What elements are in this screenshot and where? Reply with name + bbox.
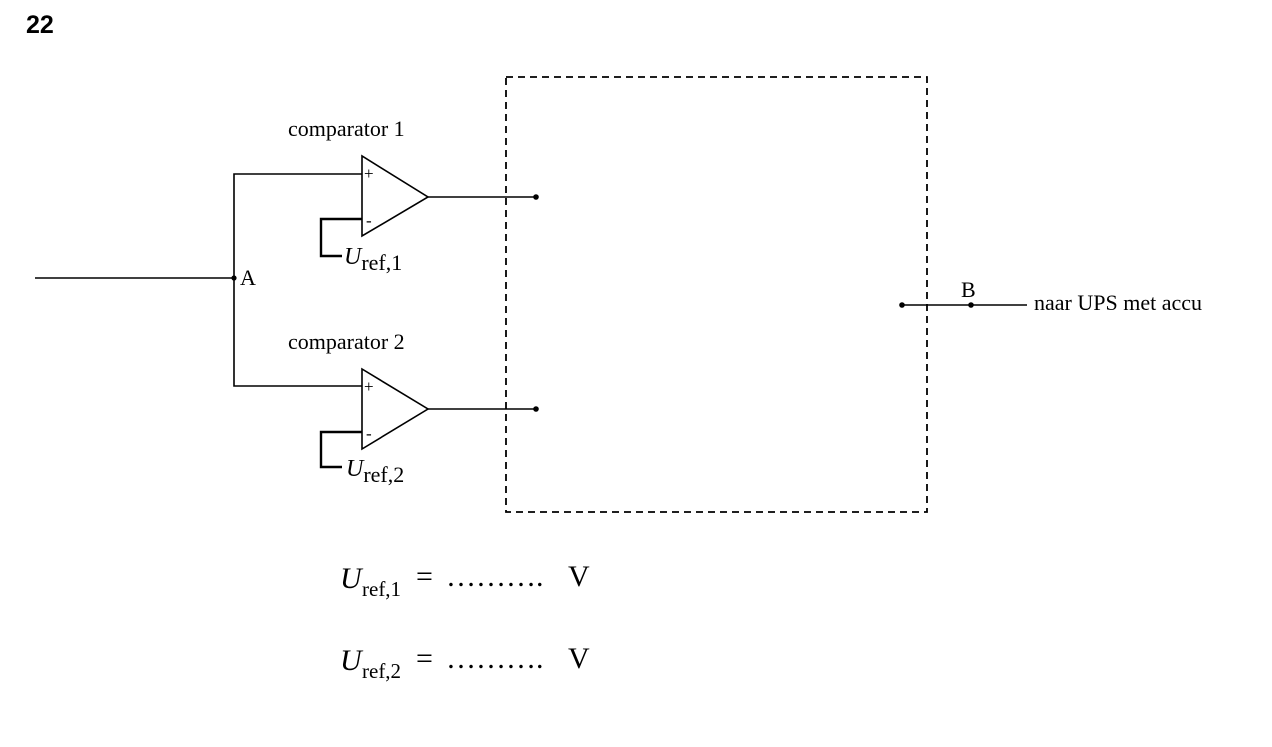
ref-subscript: ref,2 bbox=[363, 462, 404, 487]
node-b-dot bbox=[968, 302, 974, 308]
answer-1-subscript: ref,1 bbox=[362, 577, 401, 601]
comparator-1-output-terminal bbox=[533, 194, 539, 200]
answer-1-unit: V bbox=[568, 560, 590, 593]
comparator-1-symbol bbox=[361, 154, 430, 238]
node-b-label: B bbox=[961, 277, 976, 302]
comparator-2: comparator 2 + - Uref,2 bbox=[288, 329, 539, 487]
answer-line-1: U ref,1 = ………. V bbox=[340, 560, 590, 601]
answer-2-subscript: ref,2 bbox=[362, 659, 401, 683]
node-a-label: A bbox=[240, 265, 256, 290]
ref-subscript: ref,1 bbox=[361, 250, 402, 275]
comparator-2-ref-wire bbox=[319, 430, 362, 469]
answer-2-blank[interactable]: ………. bbox=[446, 642, 544, 675]
output-destination-label: naar UPS met accu bbox=[1034, 290, 1202, 315]
answer-2-symbol: U bbox=[340, 644, 364, 677]
comparator-2-ref-label: Uref,2 bbox=[346, 456, 404, 487]
comparator-1: comparator 1 + - Uref,1 bbox=[288, 116, 539, 275]
answer-1-blank[interactable]: ………. bbox=[446, 560, 544, 593]
logic-circuit-box[interactable] bbox=[505, 76, 928, 513]
comparator-1-plus: + bbox=[364, 164, 374, 183]
comparator-1-minus: - bbox=[366, 211, 372, 230]
answer-line-2: U ref,2 = ………. V bbox=[340, 642, 590, 683]
ref-symbol: U bbox=[344, 244, 363, 270]
ref-symbol: U bbox=[346, 456, 365, 482]
comparator-1-ref-wire bbox=[319, 217, 362, 258]
comparator-2-symbol bbox=[361, 367, 430, 451]
comparator-2-output-terminal bbox=[533, 406, 539, 412]
output-input-terminal bbox=[899, 302, 905, 308]
answer-1-equals: = bbox=[416, 560, 433, 593]
comparator-2-plus: + bbox=[364, 377, 374, 396]
wire-to-comparator-1 bbox=[233, 173, 362, 278]
answer-2-unit: V bbox=[568, 642, 590, 675]
answer-2-equals: = bbox=[416, 642, 433, 675]
answer-1-symbol: U bbox=[340, 562, 364, 595]
comparator-1-ref-label: Uref,1 bbox=[344, 244, 402, 275]
wire-to-comparator-2 bbox=[233, 278, 362, 387]
comparator-1-label: comparator 1 bbox=[288, 116, 405, 141]
comparator-2-minus: - bbox=[366, 424, 372, 443]
question-number: 22 bbox=[26, 11, 54, 39]
comparator-2-label: comparator 2 bbox=[288, 329, 405, 354]
